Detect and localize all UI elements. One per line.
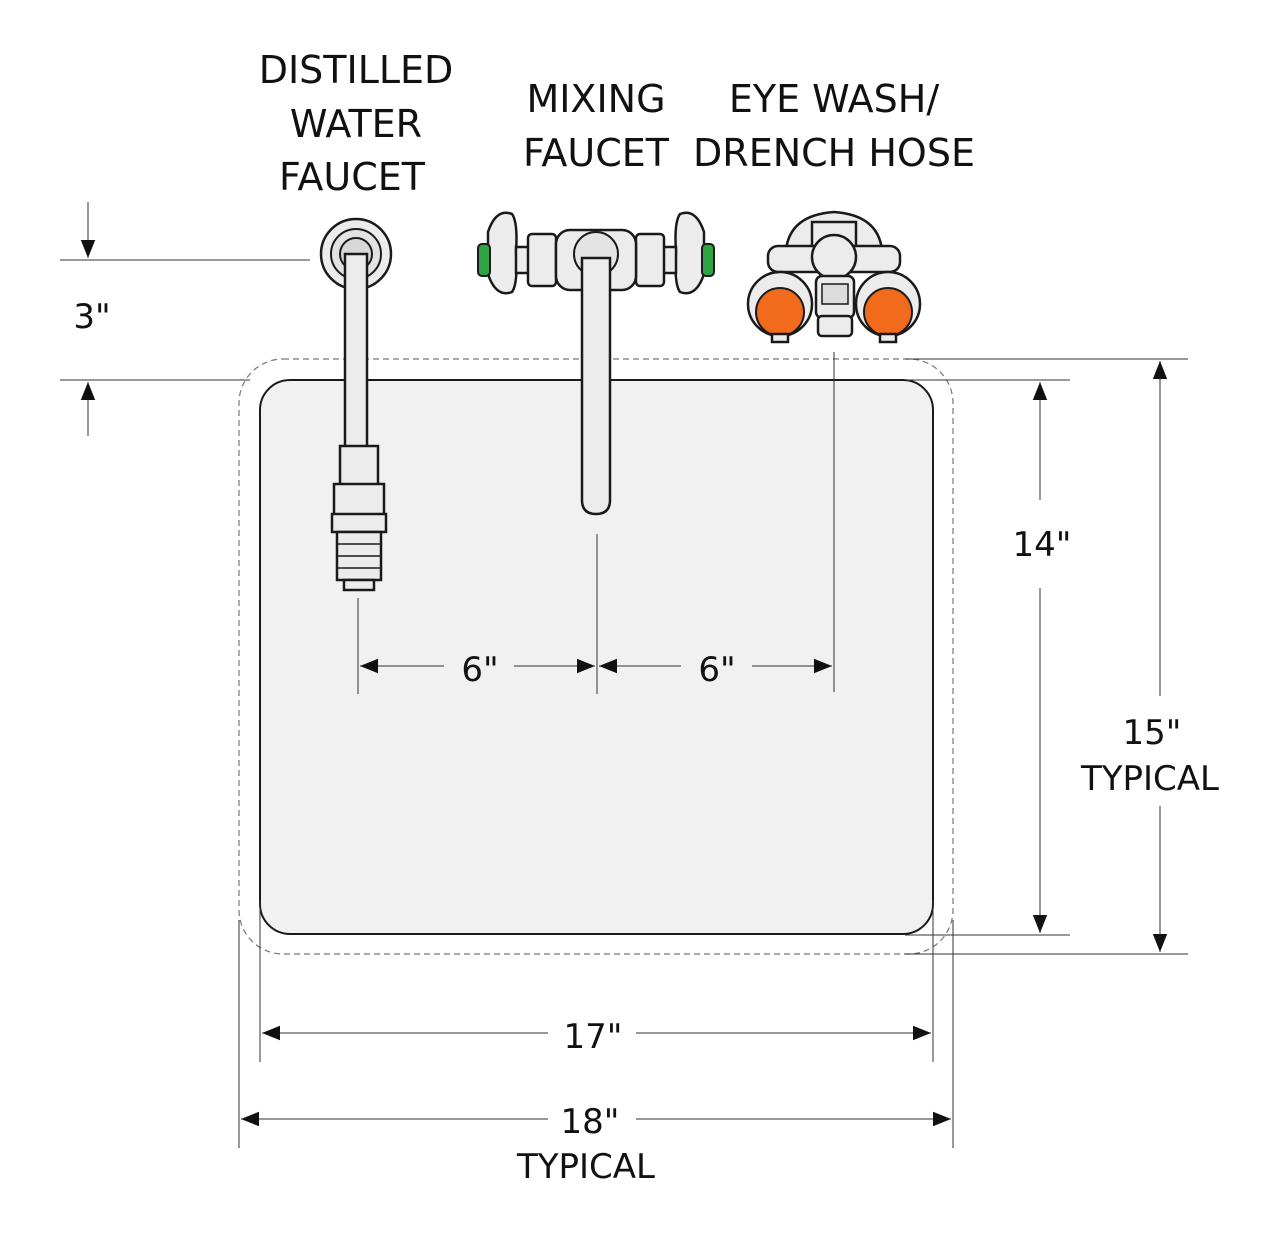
spacing-left-label: 6" [461,650,498,690]
distilled-faucet-label-1: DISTILLED [259,48,454,92]
outer-width-note: TYPICAL [516,1147,655,1187]
inner-depth-dimension: 14" [905,379,1072,936]
inner-width-label: 17" [564,1017,623,1057]
outer-depth-dimension: 15" TYPICAL [905,358,1219,955]
distilled-faucet-label-2: WATER [290,102,422,146]
setback-dimension: 3" [60,202,310,436]
eyewash-label-2: DRENCH HOSE [693,131,975,175]
spacing-right-label: 6" [698,650,735,690]
setback-dimension-label: 3" [73,297,110,337]
distilled-faucet-label-3: FAUCET [279,155,426,199]
eyewash-label-1: EYE WASH/ [729,77,939,121]
eyewash-icon [746,210,922,344]
outer-depth-note: TYPICAL [1080,759,1219,799]
inner-width-dimension: 17" [259,900,934,1062]
outer-width-label: 18" [561,1102,620,1142]
mixing-faucet-label-2: FAUCET [523,131,670,175]
mixing-faucet-label-1: MIXING [526,77,665,121]
distilled-faucet-icon [319,217,393,592]
outer-width-dimension: 18" TYPICAL [238,920,954,1187]
inner-depth-label: 14" [1013,525,1072,565]
spacing-dimensions: 6" 6" [357,352,835,694]
outer-depth-label: 15" [1123,713,1182,753]
mixing-faucet-icon [477,211,715,516]
